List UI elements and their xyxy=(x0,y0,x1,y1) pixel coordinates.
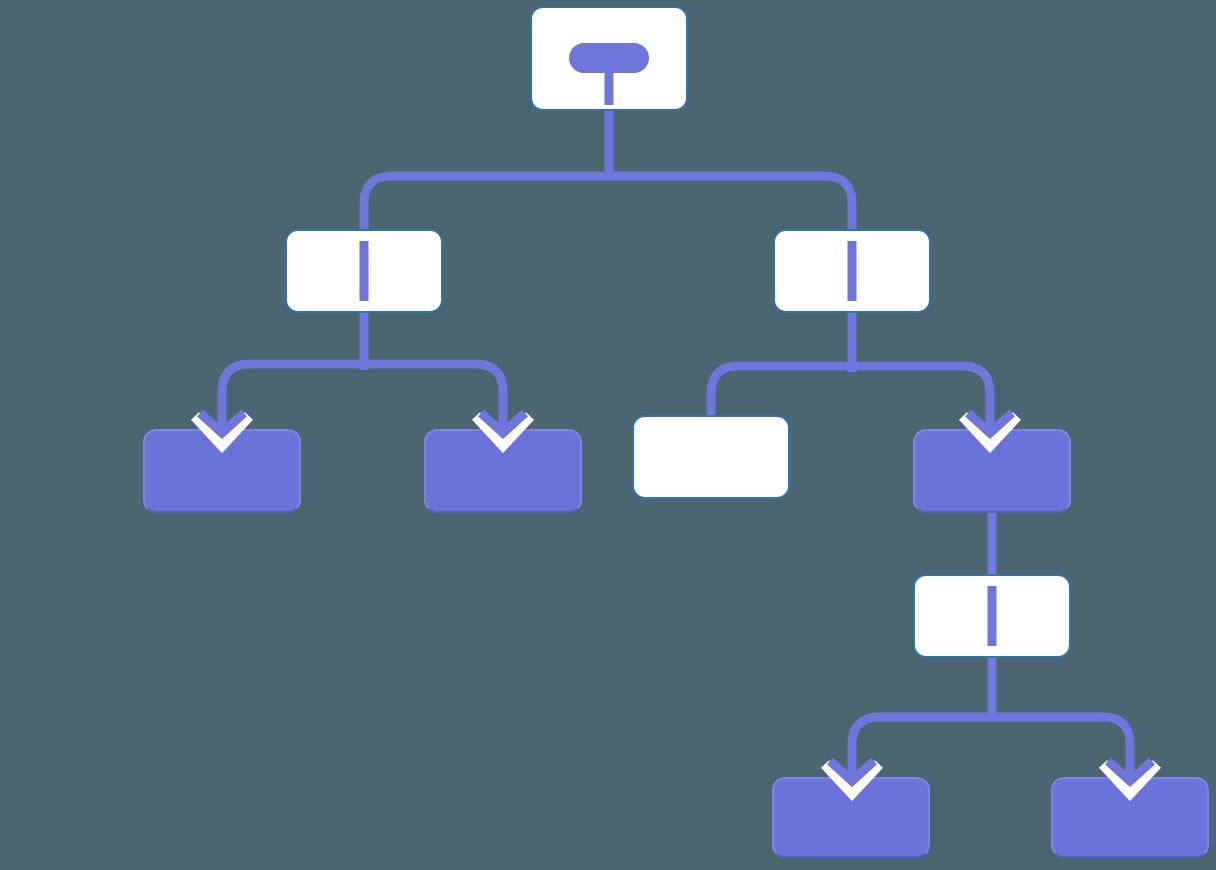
node-branch-right[interactable] xyxy=(773,229,931,313)
node-leaf-left-2[interactable] xyxy=(424,429,582,513)
vertical-line-icon xyxy=(359,241,369,301)
node-branch-right-sub[interactable] xyxy=(913,574,1071,658)
root-pill-icon xyxy=(569,43,649,73)
node-leaf-left-1[interactable] xyxy=(143,429,301,513)
edge-split-bottom-leaves xyxy=(847,712,1135,781)
vertical-line-icon xyxy=(987,586,997,646)
edge-split-right-children xyxy=(706,361,995,433)
edge-split-left-leaves xyxy=(217,359,508,433)
node-child-right-1[interactable] xyxy=(632,415,790,499)
edge-split-level2 xyxy=(359,171,857,238)
node-root[interactable] xyxy=(530,6,688,111)
node-leaf-right-2[interactable] xyxy=(1051,777,1209,858)
node-child-right-2[interactable] xyxy=(913,429,1071,513)
root-stem-icon xyxy=(604,73,614,105)
node-branch-left[interactable] xyxy=(285,229,443,313)
vertical-line-icon xyxy=(847,241,857,301)
node-leaf-right-1[interactable] xyxy=(772,777,930,858)
